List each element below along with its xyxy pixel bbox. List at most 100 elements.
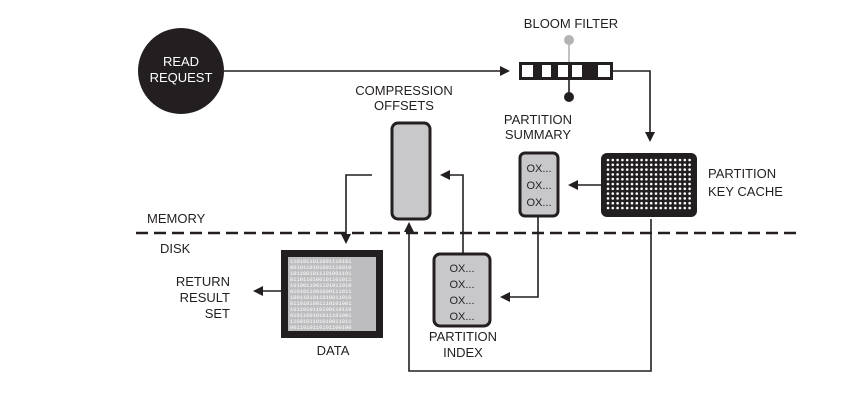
memory-label: MEMORY — [147, 211, 206, 226]
key-cache-dot — [654, 201, 658, 205]
partition-key-cache-grid — [606, 158, 691, 210]
data-node: 1101011011001110101001011010100111001010… — [281, 250, 383, 358]
key-cache-dot — [683, 201, 687, 205]
key-cache-dot — [630, 201, 634, 205]
key-cache-dot — [659, 173, 663, 176]
key-cache-dot — [673, 177, 677, 181]
arrow-summary-to-index — [500, 216, 539, 302]
key-cache-dot — [654, 163, 658, 167]
key-cache-dot — [606, 168, 610, 171]
key-cache-dot — [688, 201, 691, 205]
key-cache-dot — [625, 201, 629, 205]
partition-summary-label-line2: SUMMARY — [505, 127, 572, 142]
key-cache-dot — [640, 158, 643, 162]
key-cache-dot — [683, 206, 687, 210]
key-cache-dot — [673, 206, 677, 210]
partition-key-cache-label-line1: PARTITION — [708, 166, 776, 181]
key-cache-dot — [659, 158, 663, 162]
key-cache-dot — [621, 177, 624, 181]
key-cache-dot — [688, 173, 691, 176]
key-cache-dot — [654, 168, 658, 171]
key-cache-dot — [645, 173, 648, 176]
data-bits-row: 0110101001110101001 — [290, 301, 351, 307]
key-cache-dot — [630, 158, 634, 162]
key-cache-dot — [640, 163, 643, 167]
key-cache-dot — [606, 206, 610, 210]
key-cache-dot — [630, 182, 634, 186]
key-cache-dot — [611, 163, 615, 167]
data-bits-row: 0010110101001110010 — [290, 265, 351, 271]
key-cache-dot — [621, 163, 624, 167]
key-cache-dot — [669, 182, 672, 186]
key-cache-dot — [683, 158, 687, 162]
key-cache-dot — [688, 192, 691, 195]
key-cache-dot — [630, 163, 634, 167]
bloom-filter-black-dot — [564, 92, 574, 102]
key-cache-dot — [625, 163, 629, 167]
key-cache-dot — [649, 163, 653, 167]
key-cache-dot — [683, 177, 687, 181]
key-cache-dot — [649, 206, 653, 210]
arrow-key-cache-to-compression — [404, 219, 652, 372]
partition-index-label-line2: INDEX — [443, 345, 483, 360]
partition-index-entry: OX... — [449, 295, 474, 307]
key-cache-dot — [678, 197, 682, 200]
key-cache-dot — [616, 182, 619, 186]
key-cache-dot — [616, 187, 619, 191]
key-cache-dot — [649, 168, 653, 171]
key-cache-dot — [659, 168, 663, 171]
key-cache-dot — [673, 158, 677, 162]
key-cache-dot — [611, 182, 615, 186]
key-cache-dot — [640, 173, 643, 176]
read-request-circle — [138, 28, 224, 114]
partition-summary-entry: OX... — [526, 180, 551, 192]
key-cache-dot — [606, 163, 610, 167]
key-cache-dot — [664, 173, 667, 176]
key-cache-dot — [616, 192, 619, 195]
arrow-bloom-to-key-cache — [613, 70, 655, 142]
read-request-node: READ REQUEST — [138, 28, 224, 114]
key-cache-dot — [645, 182, 648, 186]
key-cache-dot — [606, 201, 610, 205]
key-cache-dot — [645, 163, 648, 167]
key-cache-dot — [659, 182, 663, 186]
key-cache-dot — [688, 206, 691, 210]
key-cache-dot — [611, 158, 615, 162]
partition-key-cache-node: PARTITION KEY CACHE — [601, 153, 783, 217]
key-cache-dot — [611, 206, 615, 210]
key-cache-dot — [678, 177, 682, 181]
key-cache-dot — [673, 187, 677, 191]
key-cache-dot — [688, 177, 691, 181]
key-cache-dot — [635, 163, 639, 167]
key-cache-dot — [664, 168, 667, 171]
key-cache-dot — [645, 201, 648, 205]
key-cache-dot — [669, 201, 672, 205]
key-cache-dot — [678, 173, 682, 176]
key-cache-dot — [645, 206, 648, 210]
key-cache-dot — [669, 168, 672, 171]
key-cache-dot — [654, 187, 658, 191]
key-cache-dot — [678, 163, 682, 167]
disk-label: DISK — [160, 241, 191, 256]
key-cache-dot — [625, 192, 629, 195]
key-cache-dot — [635, 192, 639, 195]
key-cache-dot — [640, 206, 643, 210]
bloom-filter-cell — [598, 65, 610, 77]
key-cache-dot — [606, 197, 610, 200]
key-cache-dot — [625, 158, 629, 162]
key-cache-dot — [625, 206, 629, 210]
key-cache-dot — [678, 158, 682, 162]
read-request-label-line1: READ — [163, 54, 199, 69]
key-cache-dot — [654, 158, 658, 162]
key-cache-dot — [678, 201, 682, 205]
key-cache-dot — [664, 192, 667, 195]
partition-summary-entry: OX... — [526, 197, 551, 209]
key-cache-dot — [688, 182, 691, 186]
data-bits-row: 1011010110100110110 — [290, 307, 351, 313]
compression-offsets-node: COMPRESSION OFFSETS — [355, 83, 453, 221]
key-cache-dot — [640, 182, 643, 186]
key-cache-dot — [664, 177, 667, 181]
key-cache-dot — [645, 187, 648, 191]
key-cache-dot — [673, 173, 677, 176]
partition-summary-entry: OX... — [526, 163, 551, 175]
